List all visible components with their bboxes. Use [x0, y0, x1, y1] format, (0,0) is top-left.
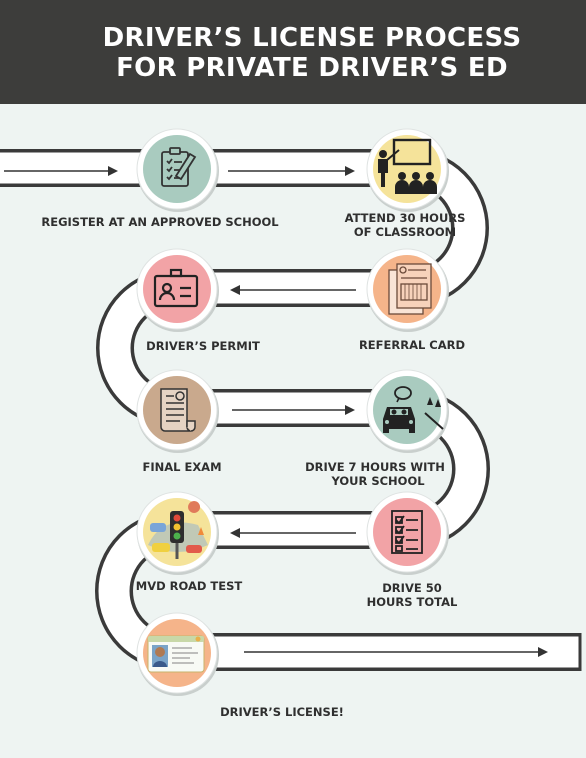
id-badge-icon: [153, 268, 199, 308]
step-7-circle: [373, 498, 441, 566]
step-6-label-line2: YOUR SCHOOL: [330, 474, 425, 488]
step-8-label: MVD ROAD TEST: [136, 579, 243, 593]
step-1-label: REGISTER AT AN APPROVED SCHOOL: [41, 215, 279, 229]
exam-scroll-icon: [160, 388, 196, 432]
step-7-label-line2: HOURS TOTAL: [367, 595, 458, 609]
step-7-node: [366, 491, 449, 575]
title-line-2: FOR PRIVATE DRIVER’S ED: [116, 53, 508, 83]
header-banner: DRIVER’S LICENSE PROCESS FOR PRIVATE DRI…: [0, 0, 586, 104]
road-surface: [0, 152, 580, 668]
step-6-label-line1: DRIVE 7 HOURS WITH: [305, 460, 445, 474]
step-2-label-line2: OF CLASSROOM: [354, 225, 456, 239]
step-3-label: REFERRAL CARD: [359, 338, 465, 352]
step-5-label: FINAL EXAM: [142, 460, 221, 474]
step-1-circle: [143, 135, 211, 203]
step-2-label-line1: ATTEND 30 HOURS: [345, 211, 466, 225]
checklist-icon: [391, 510, 423, 554]
classroom-teacher-icon: [378, 138, 437, 194]
step-9-label: DRIVER’S LICENSE!: [220, 705, 344, 719]
step-4-label: DRIVER’S PERMIT: [146, 339, 260, 353]
step-1-node: [136, 128, 219, 212]
title-line-1: DRIVER’S LICENSE PROCESS: [102, 23, 522, 53]
license-card-icon: [147, 635, 205, 673]
step-7-label-line1: DRIVE 50: [382, 581, 441, 595]
referral-card-icon: [388, 263, 432, 315]
step-4-circle: [143, 255, 211, 323]
traffic-light-icon: [148, 501, 208, 559]
clipboard-checklist-icon: [161, 147, 197, 187]
step-4-node: [136, 248, 219, 332]
car-driving-icon: [383, 386, 444, 433]
